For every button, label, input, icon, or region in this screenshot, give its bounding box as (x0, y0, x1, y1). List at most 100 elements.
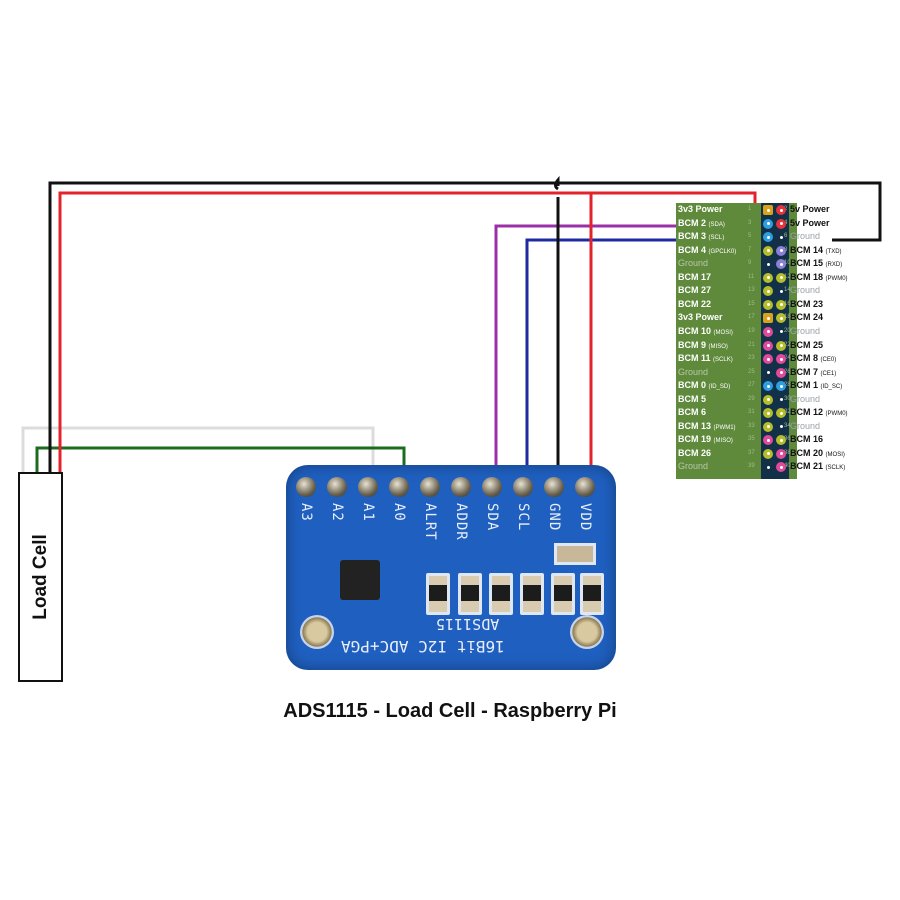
gpio-pin-33: BCM 13 (PWM1) (678, 420, 736, 434)
gpio-pin-dot (763, 448, 773, 459)
gpio-pin-name: Ground (678, 258, 709, 269)
gpio-pin-dot (763, 218, 773, 229)
gpio-pin-37: BCM 26 (678, 447, 711, 461)
gpio-pin-19: BCM 10 (MOSI) (678, 325, 733, 339)
pin-label-addr: ADDR (453, 503, 469, 541)
gpio-pin-name: BCM 25 (790, 339, 824, 350)
gpio-pin-name: BCM 22 (678, 298, 712, 309)
gpio-pin-function: (PWM1) (713, 424, 736, 431)
gpio-pin-25: Ground (678, 366, 708, 380)
white-wire (21, 426, 375, 477)
gpio-pin-dot (776, 313, 786, 324)
gpio-pin-name: BCM 23 (790, 298, 824, 309)
gpio-pin-name: 5v Power (790, 204, 830, 214)
gpio-pin-dot (776, 205, 786, 215)
gpio-pin-dot (763, 435, 773, 446)
gpio-pin-function: (CE1) (820, 370, 837, 377)
gpio-pin-20: Ground (790, 325, 820, 339)
red-wire (58, 191, 757, 472)
gpio-pin-23: BCM 11 (SCLK) (678, 352, 733, 366)
gpio-pin-name: 3v3 Power (678, 204, 723, 214)
gpio-pin-function: (SCL) (708, 235, 725, 242)
gpio-pin-number: 21 (748, 341, 755, 348)
gpio-pin-name: BCM 27 (678, 285, 712, 296)
pin-label-alrt: ALRT (422, 503, 438, 541)
gpio-pin-function: (MOSI) (713, 329, 733, 336)
gpio-pin-function: (ID_SC) (820, 384, 843, 391)
green-wire (35, 446, 406, 477)
gpio-pin-dot (763, 326, 773, 337)
gpio-pin-2: 5v Power (790, 203, 830, 217)
gpio-pin-number: 16 (784, 300, 791, 307)
gpio-pin-dot (776, 395, 786, 405)
gpio-pin-dot (763, 340, 773, 351)
resistor (458, 573, 482, 615)
gpio-pin-number: 28 (784, 382, 791, 389)
gpio-pin-function: (MISO) (713, 438, 733, 445)
gpio-pin-name: BCM 13 (678, 420, 712, 431)
gpio-pin-26: BCM 7 (CE1) (790, 366, 836, 380)
gpio-pin-number: 14 (784, 287, 791, 294)
gpio-pin-30: Ground (790, 393, 820, 407)
resistor (551, 573, 575, 615)
gpio-pin-function: (PWM0) (825, 275, 848, 282)
gpio-pin-number: 13 (748, 287, 755, 294)
gpio-pin-name: BCM 0 (678, 380, 707, 391)
gpio-pin-4: 5v Power (790, 217, 830, 231)
capacitor (554, 543, 596, 565)
gpio-pin-number: 1 (748, 206, 752, 212)
gpio-pin-dot (763, 272, 773, 283)
gpio-pin-number: 40 (784, 463, 791, 470)
gpio-pin-dot (763, 299, 773, 310)
gpio-pin-number: 25 (748, 368, 755, 375)
gpio-pin-name: BCM 6 (678, 407, 707, 418)
gpio-pin-dot (763, 259, 773, 269)
gpio-pin-number: 24 (784, 355, 791, 362)
gpio-pin-name: BCM 18 (790, 271, 824, 282)
gpio-pin-function: (CE0) (820, 357, 837, 364)
header-pin (327, 477, 347, 497)
gpio-pin-dot (776, 435, 786, 446)
adc-chip (340, 560, 380, 600)
gpio-pin-name: BCM 15 (790, 258, 824, 269)
gpio-pin-dot (776, 299, 786, 310)
gpio-pin-function: (GPCLK0) (708, 248, 737, 255)
gpio-pin-function: (ID_SD) (708, 384, 731, 391)
black-gnd-wire (554, 175, 560, 477)
load-cell-label: Load Cell (29, 534, 51, 620)
gpio-pin-number: 3 (748, 219, 752, 226)
gpio-pin-dot (763, 232, 773, 243)
gpio-pin-dot (776, 327, 786, 337)
gpio-pin-38: BCM 20 (MOSI) (790, 447, 845, 461)
purple-wire (494, 224, 678, 477)
gpio-pin-number: 30 (784, 395, 791, 402)
gpio-pin-name: BCM 24 (790, 312, 824, 323)
gpio-pin-name: BCM 7 (790, 366, 819, 377)
gpio-pin-31: BCM 6 (678, 406, 706, 420)
gpio-pin-number: 37 (748, 449, 755, 456)
gpio-pin-name: Ground (790, 325, 821, 336)
gpio-pin-function: (TXD) (825, 248, 842, 255)
gpio-pin-36: BCM 16 (790, 433, 823, 447)
gpio-pin-name: 3v3 Power (678, 312, 723, 323)
gpio-pin-name: Ground (790, 285, 821, 296)
gpio-pin-dot (763, 205, 773, 215)
gpio-pin-8: BCM 14 (TXD) (790, 244, 842, 258)
gpio-pin-name: Ground (678, 461, 709, 472)
gpio-pin-name: BCM 17 (678, 271, 712, 282)
load-cell: Load Cell (18, 472, 63, 682)
gpio-pin-dot (776, 340, 786, 351)
gpio-pin-number: 38 (784, 449, 791, 456)
gpio-pin-number: 15 (748, 300, 755, 307)
gpio-pin-name: BCM 21 (790, 461, 824, 472)
gpio-pin-name: Ground (790, 420, 821, 431)
gpio-pin-number: 35 (748, 436, 755, 443)
header-pin (513, 477, 533, 497)
gpio-pin-28: BCM 1 (ID_SC) (790, 379, 842, 393)
pin-label-a3: A3 (298, 503, 314, 522)
gpio-pin-12: BCM 18 (PWM0) (790, 271, 848, 285)
gpio-pin-number: 18 (784, 314, 791, 321)
pin-label-sda: SDA (484, 503, 500, 532)
gpio-pin-function: (PWM0) (825, 411, 848, 418)
